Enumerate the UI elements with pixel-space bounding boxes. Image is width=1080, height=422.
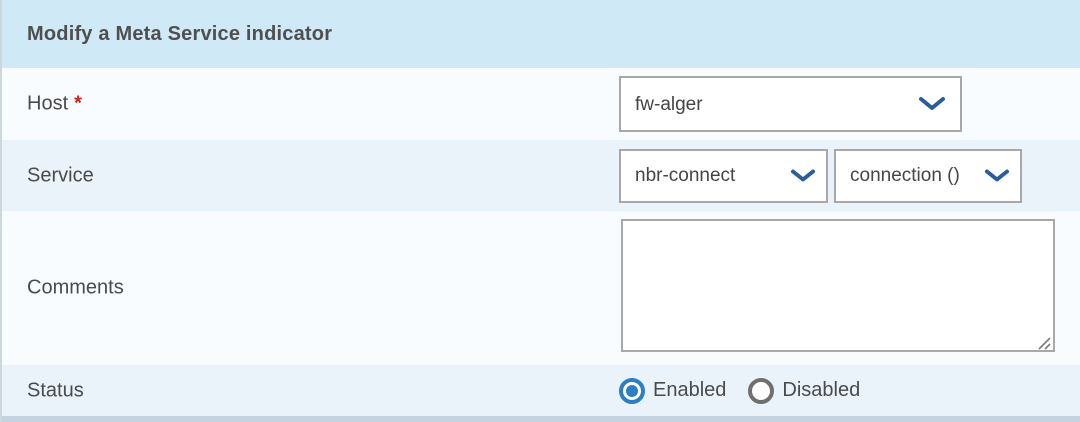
radio-enabled-button[interactable]	[619, 377, 645, 404]
form-header: Modify a Meta Service indicator	[2, 0, 1080, 68]
service-select[interactable]: nbr-connect	[619, 148, 828, 203]
host-label-text: Host	[27, 92, 69, 115]
comments-textarea[interactable]	[621, 219, 1055, 352]
required-asterisk: *	[74, 92, 82, 115]
panel-bottom-border	[2, 416, 1080, 422]
radio-enabled-label: Enabled	[653, 379, 727, 401]
service-select-wrap: nbr-connect	[619, 148, 828, 203]
radio-enabled[interactable]: Enabled	[619, 377, 727, 404]
page-title: Modify a Meta Service indicator	[27, 22, 333, 45]
metric-select-wrap: connection ()	[834, 148, 1022, 203]
form-row-service: Service nbr-connect connection ()	[2, 140, 1080, 211]
host-select-wrap: fw-alger	[619, 76, 962, 132]
metric-select[interactable]: connection ()	[834, 148, 1022, 203]
service-label: Service	[27, 164, 94, 186]
radio-disabled-label: Disabled	[782, 379, 861, 401]
form-row-status: Status Enabled Disabled	[2, 365, 1080, 416]
host-label: Host*	[27, 93, 82, 116]
host-select[interactable]: fw-alger	[619, 76, 962, 132]
radio-selected-dot	[626, 384, 638, 397]
form-row-comments: Comments	[2, 211, 1080, 365]
radio-disabled-button[interactable]	[748, 377, 775, 404]
status-radio-group: Enabled Disabled	[619, 377, 861, 404]
comments-label: Comments	[27, 276, 124, 299]
form-row-host: Host* fw-alger	[2, 68, 1080, 140]
radio-disabled[interactable]: Disabled	[748, 377, 861, 404]
status-label: Status	[27, 379, 84, 401]
